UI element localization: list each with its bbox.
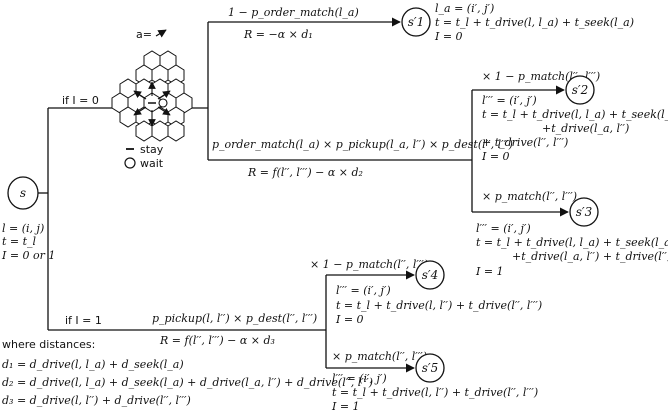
arrow-down-left-icon	[133, 106, 147, 116]
distance-d1: d₁ = d_drive(l, l_a) + d_seek(l_a)	[2, 358, 184, 371]
distance-d3: d₃ = d_drive(l, l′′) + d_drive(l′′, l′′′…	[2, 394, 191, 407]
s5-label: s′5	[422, 361, 439, 375]
wait-legend-icon	[124, 157, 136, 169]
s5-state-line: t = t_l + t_drive(l, l′′) + t_drive(l′′,…	[332, 386, 538, 399]
s3-probability: × p_match(l′′, l′′′)	[482, 190, 577, 203]
s4-state-line: I = 0	[335, 313, 364, 326]
wait-circle-icon	[158, 98, 168, 108]
mid-upper-probability: p_order_match(l_a) × p_pickup(l_a, l′′) …	[212, 138, 513, 151]
s2-node: s′2	[565, 75, 595, 105]
arrow-icon	[155, 29, 167, 38]
s2-label: s′2	[572, 83, 589, 97]
root-label: s	[20, 186, 26, 200]
tree-edges	[47, 17, 569, 373]
mid-upper-reward: R = f(l′′, l′′′) − α × d₂	[247, 166, 363, 179]
hex-cell	[167, 64, 185, 86]
s5-node: s′5	[415, 353, 445, 383]
s1-state-line: t = t_l + t_drive(l, l_a) + t_seek(l_a)	[435, 16, 634, 29]
s5-probability: × p_match(l′′, l′′′)	[332, 350, 427, 363]
s4-node: s′4	[415, 260, 445, 290]
hex-cell	[167, 106, 185, 128]
s3-state-line: I = 1	[475, 265, 504, 278]
wait-legend-label: wait	[140, 157, 164, 170]
s1-state-line: l_a = (i′, j′)	[435, 2, 494, 15]
branch-i0-label: if I = 0	[62, 94, 99, 107]
hex-cell	[135, 120, 153, 142]
arrow-up-right-icon	[157, 90, 171, 100]
s1-reward: R = −α × d₁	[243, 28, 313, 41]
s2-state-line: I = 0	[481, 150, 510, 163]
mid-lower-reward: R = f(l′′, l′′′) − α × d₃	[159, 334, 275, 347]
root-state-line: I = 0 or 1	[1, 249, 55, 262]
root-node: s	[7, 176, 39, 210]
branch-i1-label: if I = 1	[65, 314, 102, 327]
s2-state-line: t = t_l + t_drive(l, l_a) + t_seek(l_a)	[482, 108, 668, 121]
root-state-line: l = (i, j)	[2, 222, 44, 235]
hex-cell	[151, 120, 169, 142]
s5-state-line: l′′′ = (i′, j′)	[332, 372, 387, 385]
s3-state-line: +t_drive(l_a, l′′) + t_drive(l′′, l′′′)	[512, 250, 668, 263]
s5-state-line: I = 1	[331, 400, 360, 413]
mid-lower-probability: p_pickup(l, l′′) × p_dest(l′′, l′′′)	[152, 312, 317, 325]
distance-d2: d₂ = d_drive(l, l_a) + d_seek(l_a) + d_d…	[2, 376, 373, 389]
s1-probability: 1 − p_order_match(l_a)	[228, 6, 359, 19]
s1-label: s′1	[408, 15, 425, 29]
s4-state-line: l′′′ = (i′, j′)	[336, 284, 391, 297]
distances-title: where distances:	[2, 338, 95, 351]
s2-state-line: l′′′ = (i′, j′)	[482, 94, 537, 107]
s2-state-line: +t_drive(l_a, l′′)	[542, 122, 629, 135]
hex-action-grid: a=	[111, 28, 193, 142]
s4-probability: × 1 − p_match(l′′, l′′′)	[310, 258, 428, 271]
s3-state-line: l′′′ = (i′, j′)	[476, 222, 531, 235]
s1-state-line: I = 0	[434, 30, 463, 43]
s4-label: s′4	[422, 268, 439, 282]
action-legend-label: a=	[136, 28, 152, 41]
s4-state-line: t = t_l + t_drive(l, l′′) + t_drive(l′′,…	[336, 299, 542, 312]
stay-legend-label: stay	[140, 143, 164, 156]
s3-state-line: t = t_l + t_drive(l, l_a) + t_seek(l_a)	[476, 236, 668, 249]
hex-cell	[119, 106, 137, 128]
s3-label: s′3	[576, 205, 593, 219]
s2-state-line: + t_drive(l′′, l′′′)	[482, 136, 568, 149]
s3-node: s′3	[569, 197, 599, 227]
arrow-up-left-icon	[133, 90, 147, 100]
hex-cell	[167, 120, 185, 142]
arrow-down-right-icon	[157, 106, 171, 116]
root-state-line: t = t_l	[2, 235, 37, 248]
s1-node: s′1	[401, 7, 431, 37]
